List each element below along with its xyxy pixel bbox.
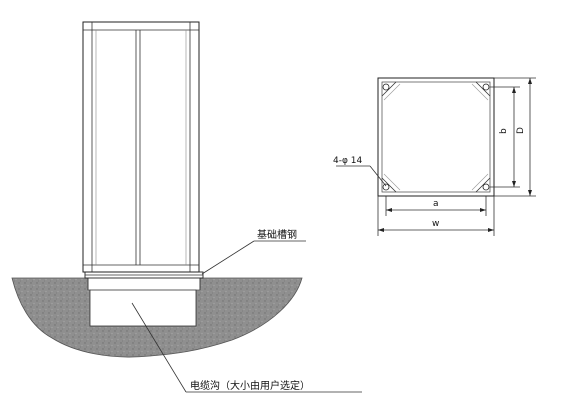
hole-spec-callout: 4-φ 14 bbox=[333, 156, 387, 187]
cable-trench-callout: 电缆沟（大小由用户选定） bbox=[131, 302, 362, 393]
dimension-d-label: D bbox=[516, 127, 526, 134]
mounting-hole bbox=[382, 83, 390, 91]
dimension-a: a bbox=[385, 196, 487, 216]
base-channel-label: 基础槽钢 bbox=[257, 228, 297, 241]
dimension-d: D bbox=[494, 77, 536, 197]
dimension-b: b bbox=[490, 86, 520, 188]
cable-trench bbox=[89, 289, 197, 327]
mounting-hole bbox=[482, 83, 490, 91]
cabinet-plan-view bbox=[377, 77, 495, 197]
dimension-w: w bbox=[377, 196, 495, 236]
mounting-hole bbox=[482, 183, 490, 191]
dimension-a-label: a bbox=[433, 199, 439, 209]
dimension-b-label: b bbox=[499, 128, 509, 134]
dimension-w-label: w bbox=[432, 219, 439, 229]
ground-soil bbox=[11, 277, 303, 358]
mounting-hole bbox=[382, 183, 390, 191]
cable-trench-label: 电缆沟（大小由用户选定） bbox=[190, 379, 310, 392]
base-channel-steel bbox=[84, 271, 204, 290]
base-channel-callout: 基础槽钢 bbox=[201, 228, 306, 275]
hole-spec-label: 4-φ 14 bbox=[333, 156, 362, 166]
cabinet-front-view bbox=[82, 21, 200, 273]
